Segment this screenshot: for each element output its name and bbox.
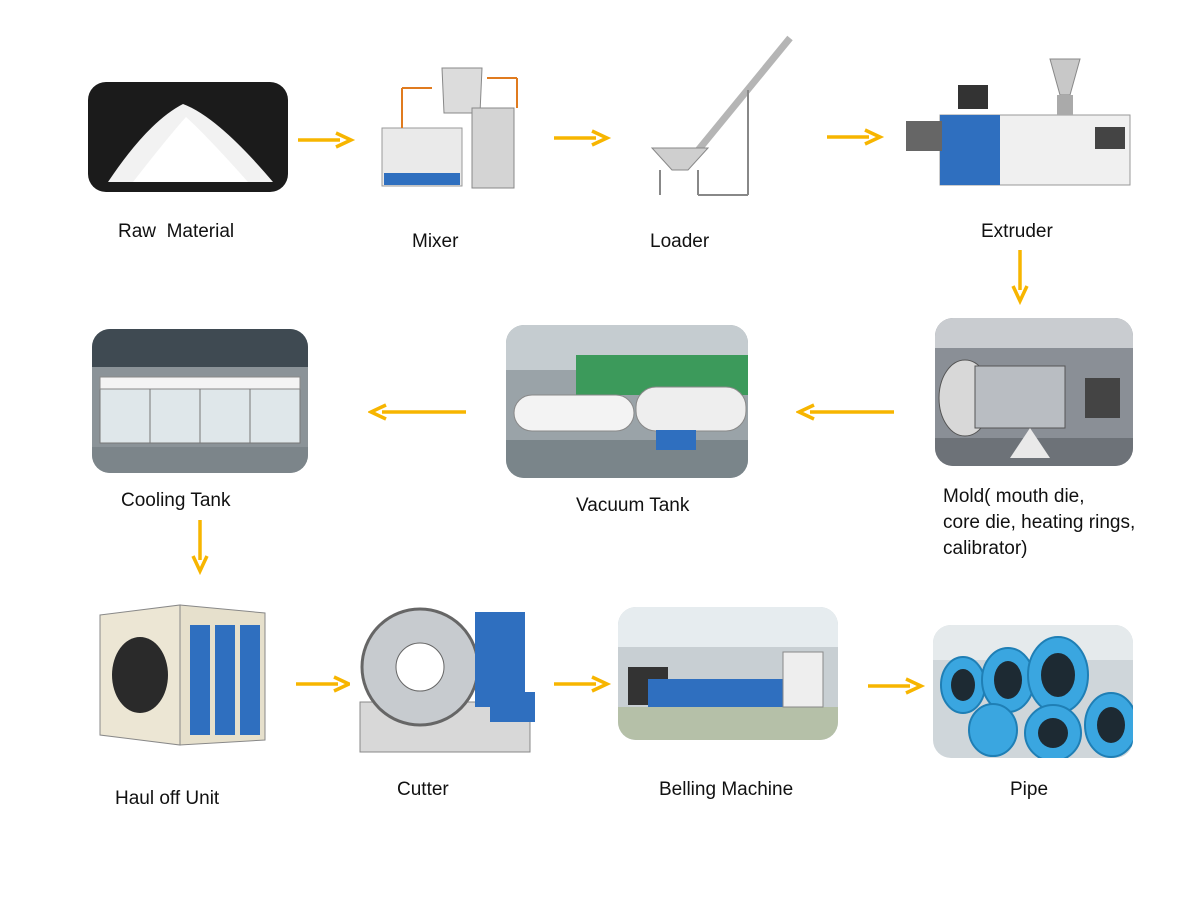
arrow-right-icon: [296, 675, 354, 693]
haul-off-unit-label: Haul off Unit: [115, 788, 220, 809]
arrow-left-icon: [368, 403, 466, 421]
cutter-image: [350, 592, 540, 760]
mixer-label: Mixer: [412, 231, 459, 252]
loader-label: Loader: [650, 231, 710, 252]
belling-machine-image: [618, 607, 838, 740]
loader-image: [648, 30, 800, 202]
pipe-label: Pipe: [1010, 779, 1049, 800]
belling-machine-label: Belling Machine: [659, 779, 794, 800]
cooling-tank-label: Cooling Tank: [121, 490, 231, 511]
mold-label-line: calibrator): [943, 538, 1028, 559]
extruder-image: [900, 55, 1140, 195]
mold-label-line: Mold( mouth die,: [943, 486, 1085, 507]
arrow-down-icon: [1011, 250, 1029, 306]
cooling-tank-image: [92, 329, 308, 473]
arrow-right-icon: [298, 131, 356, 149]
arrow-down-icon: [191, 520, 209, 576]
arrow-right-icon: [554, 675, 612, 693]
arrow-right-icon: [868, 677, 926, 695]
mold-image: [935, 318, 1133, 466]
haul-off-unit-image: [95, 595, 270, 755]
mixer-image: [372, 58, 522, 193]
pipe-image: [933, 625, 1133, 758]
mold-label: Mold( mouth die, core die, heating rings…: [943, 484, 1173, 562]
arrow-right-icon: [827, 128, 885, 146]
arrow-left-icon: [796, 403, 894, 421]
raw-material-label: Raw Material: [118, 221, 235, 242]
mold-label-line: core die, heating rings,: [943, 512, 1136, 533]
vacuum-tank-image: [506, 325, 748, 478]
raw-material-image: [88, 82, 288, 192]
arrow-right-icon: [554, 129, 612, 147]
cutter-label: Cutter: [397, 779, 449, 800]
vacuum-tank-label: Vacuum Tank: [576, 495, 690, 516]
extruder-label: Extruder: [981, 221, 1053, 242]
